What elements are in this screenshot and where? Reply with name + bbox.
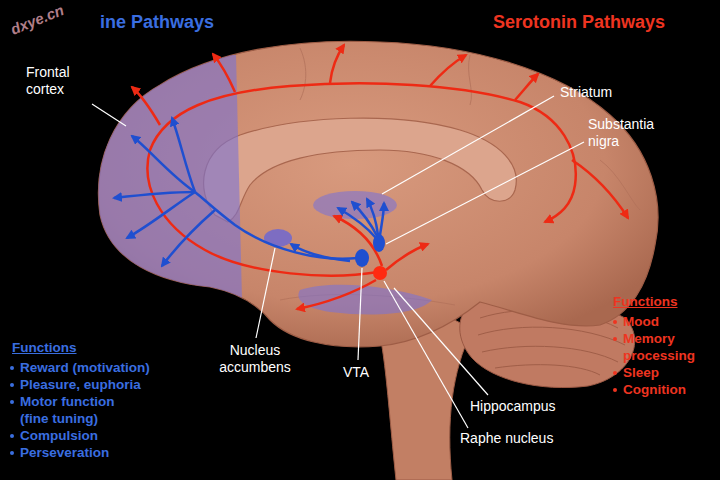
hippocampus-region [298, 285, 432, 315]
functions-heading: Functions [613, 294, 678, 310]
leader-line [386, 142, 584, 244]
structure-label-wrap: Substantia nigra [588, 116, 674, 150]
function-item: Memory processing [623, 330, 713, 364]
function-item: Motor function (fine tuning) [20, 393, 135, 427]
folium-line [478, 327, 625, 345]
sulcus-line [300, 48, 306, 100]
dopamine-arrow [162, 210, 215, 266]
function-item-wrap: Mood [613, 313, 659, 330]
function-item-wrap: Cognition [613, 381, 686, 398]
bullet-dot [613, 320, 617, 324]
function-item-wrap: Compulsion [10, 427, 98, 444]
section-heading: ine Pathways [100, 12, 214, 34]
bullet-dot [10, 434, 14, 438]
bullet-dot [10, 383, 14, 387]
function-item-wrap: Memory processing [613, 330, 713, 364]
leader-line [256, 248, 275, 338]
serotonin-arrow [386, 244, 428, 270]
folium-line [482, 346, 618, 362]
function-item: Sleep [623, 364, 659, 381]
dopamine-arrow [291, 244, 350, 261]
leader-line [358, 268, 362, 360]
dopamine-arrow [127, 192, 195, 238]
function-item-wrap: Sleep [613, 364, 659, 381]
leader-lines [92, 96, 584, 428]
section-heading-wrap: Serotonin Pathways [493, 12, 665, 34]
serotonin-arrow [330, 45, 344, 83]
function-item: Pleasure, euphoria [20, 376, 141, 393]
structure-label: Frontal cortex [26, 64, 104, 98]
function-item-wrap: Perseveration [10, 444, 109, 461]
functions-heading-wrap: Functions [613, 294, 678, 310]
structure-label: Substantia nigra [588, 116, 674, 150]
section-heading-wrap: ine Pathways [100, 12, 214, 34]
sulcus-line [600, 160, 640, 210]
structure-label: Striatum [560, 84, 612, 101]
bullet-dot [10, 366, 14, 370]
structure-label: Raphe nucleus [460, 430, 553, 447]
function-item: Mood [623, 313, 659, 330]
vta-nucleus [355, 249, 369, 267]
section-heading: Serotonin Pathways [493, 12, 665, 34]
serotonin-arrow [132, 87, 160, 125]
sulci [280, 48, 640, 305]
structure-label-wrap: Hippocampus [470, 398, 556, 415]
bullet-dot [613, 337, 617, 341]
structure-label: Nucleus accumbens [203, 342, 307, 376]
dopamine-pathways [114, 118, 384, 266]
bullet-dot [613, 371, 617, 375]
folium-line [495, 365, 600, 375]
serotonin-arrow [430, 55, 466, 86]
function-item-wrap: Motor function (fine tuning) [10, 393, 135, 427]
serotonin-arrow [213, 54, 235, 92]
dopamine-arrow [114, 192, 195, 198]
serotonin-arrow [572, 160, 628, 218]
watermark-wrap: dxye.cn [8, 1, 67, 39]
structure-label-wrap: Frontal cortex [26, 64, 104, 98]
bullet-dot [10, 400, 14, 404]
function-item-wrap: Pleasure, euphoria [10, 376, 141, 393]
structure-label: VTA [343, 364, 369, 381]
structure-label: Hippocampus [470, 398, 556, 415]
structure-label-wrap: Nucleus accumbens [203, 342, 307, 376]
dopamine-arrow [172, 118, 195, 192]
dopamine-arrow [380, 203, 384, 235]
serotonin-arrow [297, 280, 376, 309]
substantia-nigra-nucleus [373, 234, 385, 252]
leader-line [384, 281, 468, 428]
structure-label-wrap: VTA [343, 364, 369, 381]
raphe-nucleus-dot [373, 266, 387, 280]
frontal-cortex-region [90, 55, 242, 300]
function-item-wrap: Reward (motivation) [10, 359, 150, 376]
function-item: Compulsion [20, 427, 98, 444]
watermark: dxye.cn [8, 1, 67, 39]
functions-heading: Functions [12, 340, 77, 356]
leader-line [92, 104, 126, 126]
serotonin-arrow [515, 74, 538, 100]
function-item: Cognition [623, 381, 686, 398]
structure-label-wrap: Raphe nucleus [460, 430, 553, 447]
function-item: Reward (motivation) [20, 359, 150, 376]
dopamine-arrow [352, 202, 377, 236]
function-item: Perseveration [20, 444, 109, 461]
dopamine-trunk [195, 192, 358, 259]
sulcus-line [469, 55, 472, 105]
structure-label-wrap: Striatum [560, 84, 612, 101]
functions-heading-wrap: Functions [12, 340, 77, 356]
corpus-callosum [204, 118, 517, 222]
serotonin-pathways [132, 45, 628, 309]
bullet-dot [10, 451, 14, 455]
leader-line [394, 288, 488, 395]
dopamine-arrow [367, 199, 378, 235]
bullet-dot [613, 388, 617, 392]
leader-line [382, 96, 554, 194]
